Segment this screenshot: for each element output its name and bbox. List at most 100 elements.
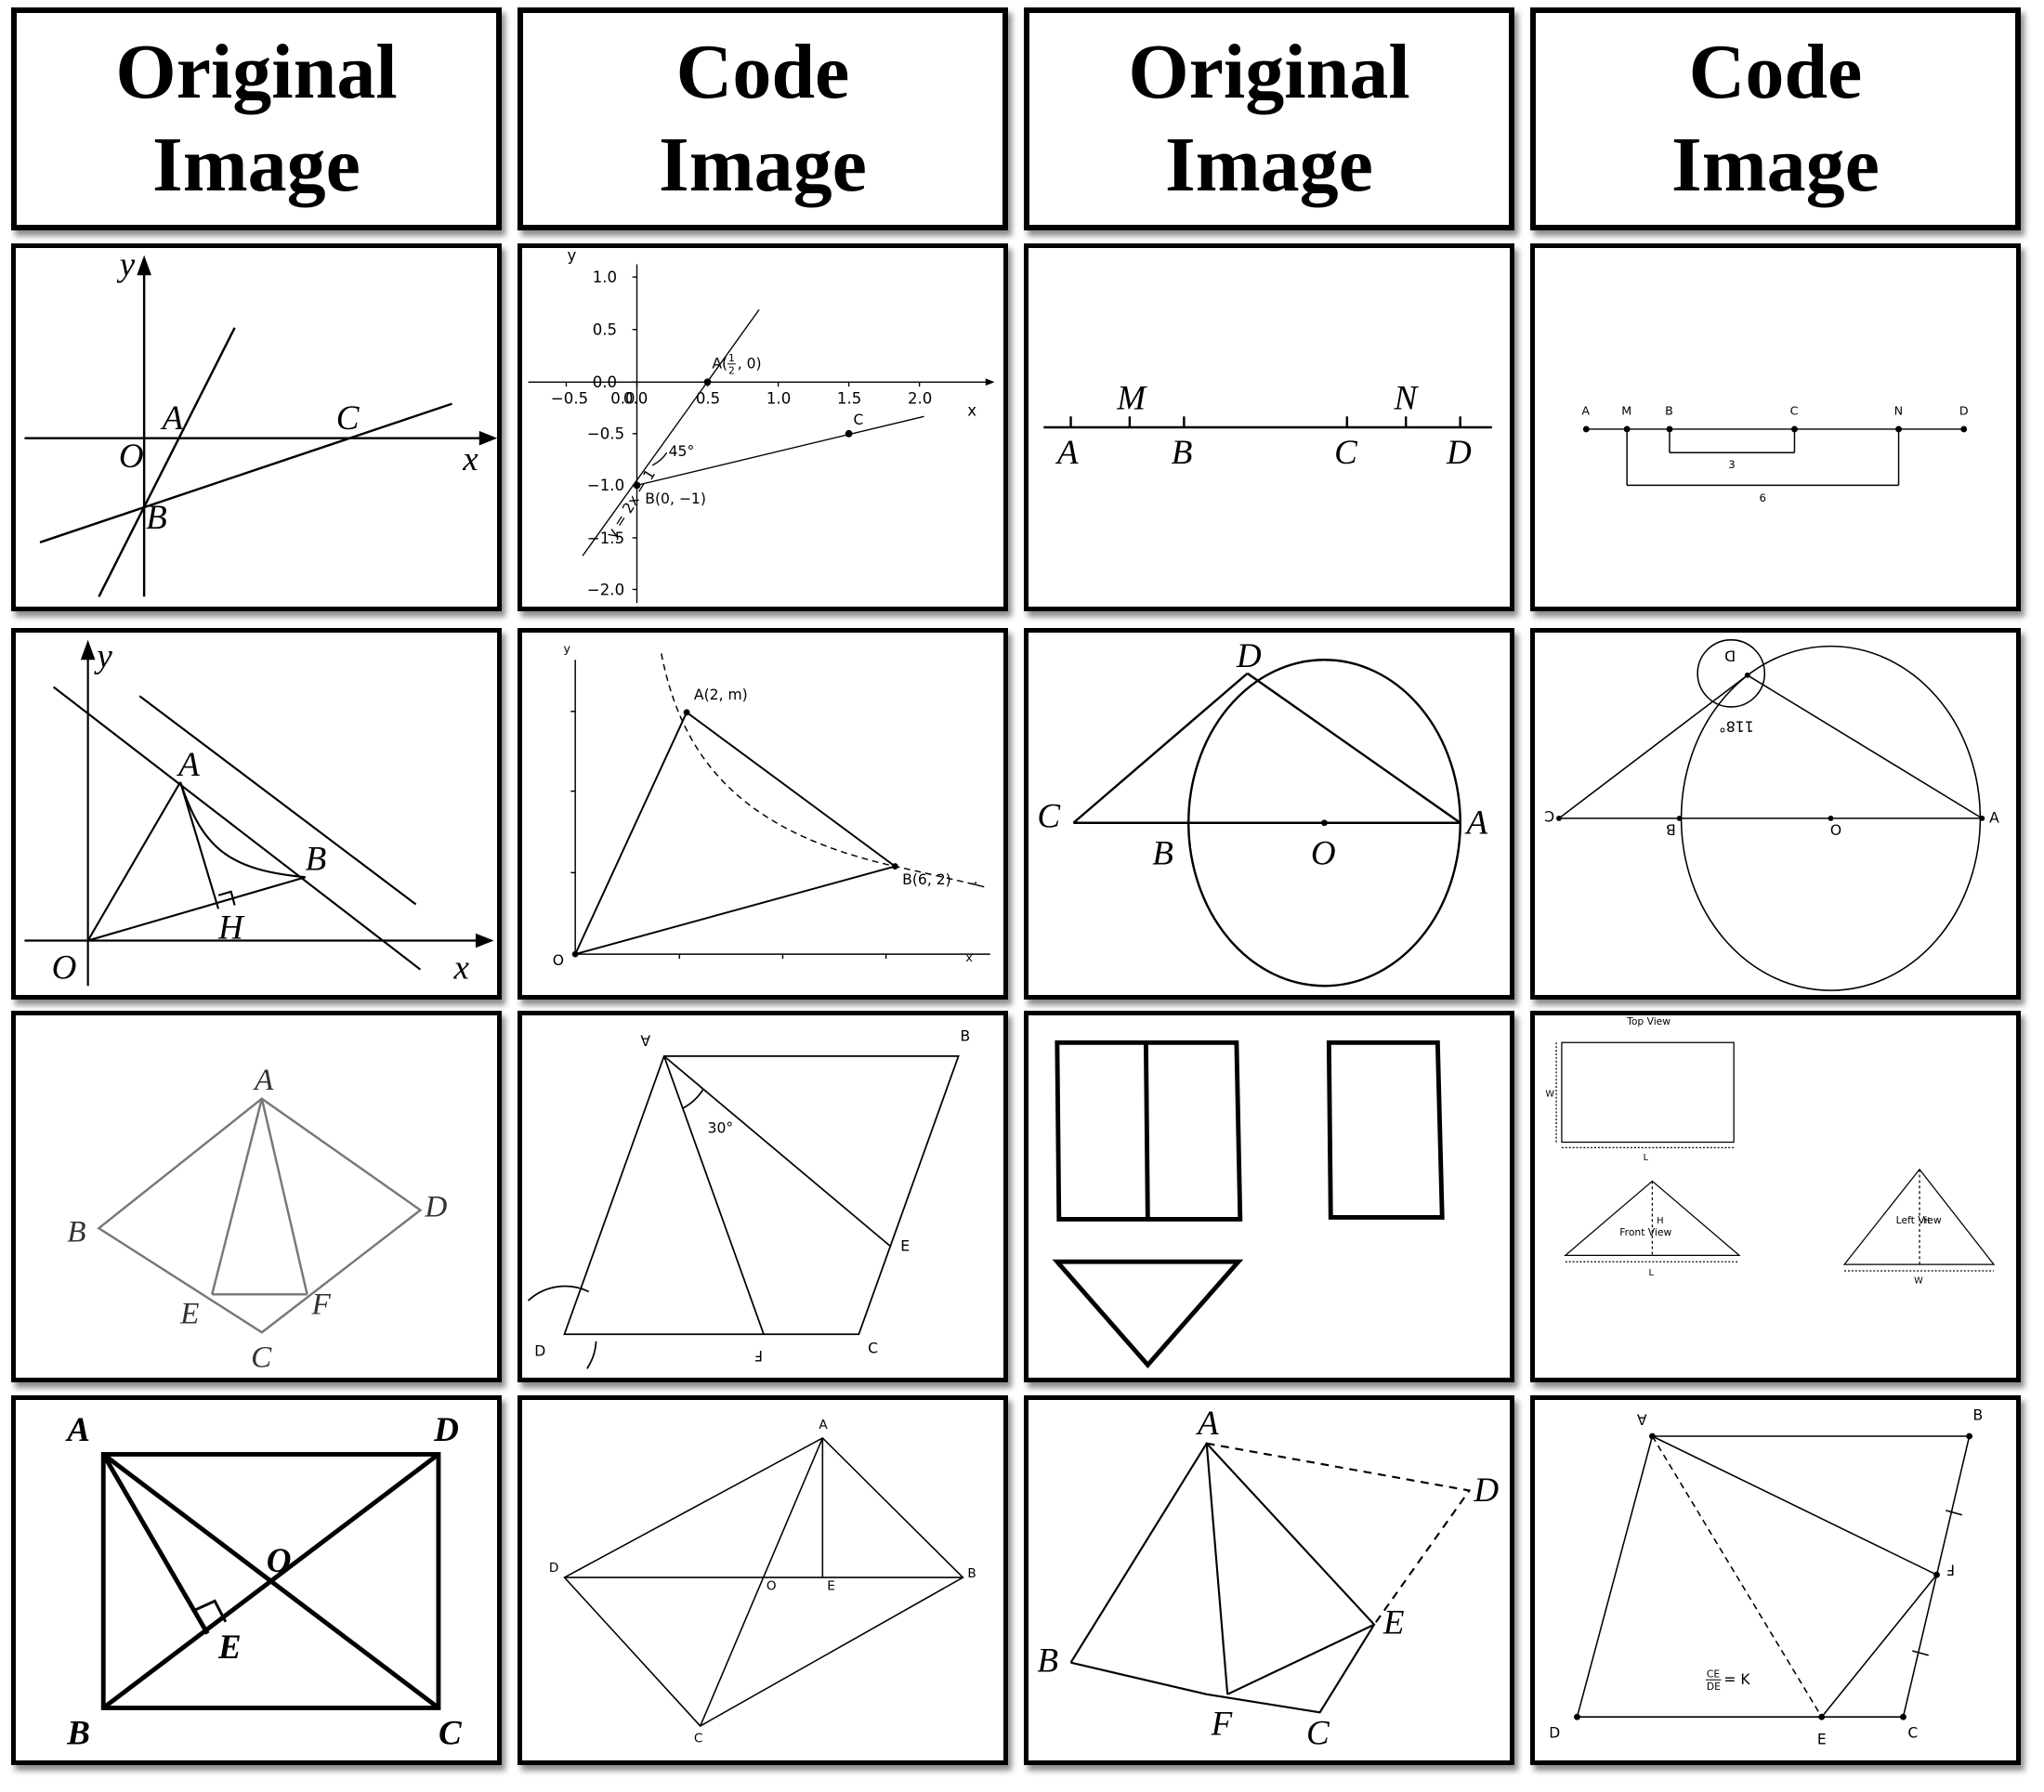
x-tick-2: 2.0 bbox=[908, 390, 932, 408]
point-m: M bbox=[1621, 403, 1631, 417]
point-e: E bbox=[217, 1628, 242, 1667]
diagram-svg: Top View Front View Left View W L H L H … bbox=[1545, 1015, 1996, 1287]
half-numerator: 1 bbox=[728, 352, 735, 364]
y-tick-neg-1-5: −1.5 bbox=[587, 530, 624, 547]
diagram-svg: A D E B F C bbox=[1037, 1405, 1499, 1752]
point-c: C bbox=[1907, 1725, 1918, 1742]
segment-bc-length: 3 bbox=[1728, 458, 1735, 471]
point-n: N bbox=[1394, 380, 1420, 418]
point-o: O bbox=[553, 952, 564, 969]
x-axis-label: x bbox=[967, 401, 976, 419]
point-c: C bbox=[439, 1714, 463, 1752]
point-c: C bbox=[1037, 798, 1061, 836]
point-d: D bbox=[1236, 637, 1262, 675]
x-axis-label: x bbox=[965, 950, 973, 964]
segment-mn-length: 6 bbox=[1759, 491, 1765, 504]
code-coordinate-plot: y x 1.0 0.5 0.0 −0.5 −1.0 −1.5 −2.0 −0.5… bbox=[518, 243, 1008, 611]
left-view-width: W bbox=[1914, 1276, 1923, 1287]
original-tangent-curve: y x O A B H bbox=[11, 628, 502, 1000]
point-c: C bbox=[868, 1341, 878, 1357]
y-tick-neg-0-5: −0.5 bbox=[587, 425, 624, 443]
point-a: A(2, m) bbox=[694, 687, 748, 703]
point-b: B bbox=[146, 499, 167, 537]
point-a: A bbox=[65, 1411, 90, 1449]
header-code-image-2: Code Image bbox=[1530, 7, 2021, 230]
point-d: D bbox=[1724, 647, 1736, 664]
original-rhombus-triangle: A B D E F C bbox=[11, 1011, 502, 1382]
point-b-label: B(0, −1) bbox=[645, 491, 706, 507]
point-b: B bbox=[1172, 434, 1193, 472]
code-quadrilateral-ratio: A B F D E C CE DE = K bbox=[1530, 1395, 2021, 1765]
x-tick-0-origin: 0.0 bbox=[623, 390, 648, 408]
point-c: C bbox=[251, 1340, 272, 1374]
left-view-title: Left View bbox=[1896, 1214, 1942, 1226]
front-view-title: Front View bbox=[1619, 1226, 1671, 1238]
point-f: F bbox=[310, 1288, 331, 1322]
point-m: M bbox=[1116, 380, 1147, 418]
point-b: B bbox=[66, 1714, 90, 1752]
point-b: B bbox=[1973, 1406, 1984, 1423]
diagram-svg: A B 30° E D F C bbox=[527, 1027, 971, 1369]
point-f: F bbox=[754, 1347, 763, 1364]
point-a-tail: , 0) bbox=[738, 356, 762, 373]
ratio-denominator: DE bbox=[1707, 1681, 1721, 1693]
point-a: A bbox=[1637, 1411, 1647, 1428]
point-e: E bbox=[179, 1297, 199, 1331]
point-b: B bbox=[961, 1027, 971, 1044]
code-number-line: A M B C N D 3 6 bbox=[1530, 243, 2021, 611]
point-a: A bbox=[176, 746, 200, 784]
point-b: B bbox=[1666, 821, 1676, 838]
point-a-label: A( bbox=[712, 356, 727, 373]
angle-label: 30° bbox=[708, 1120, 734, 1137]
x-tick-0-5: 0.5 bbox=[696, 390, 720, 408]
x-tick-1: 1.0 bbox=[766, 390, 791, 408]
original-folded-figure: A D E B F C bbox=[1024, 1395, 1514, 1765]
diagram-svg: y x 1.0 0.5 0.0 −0.5 −1.0 −1.5 −2.0 −0.5… bbox=[528, 248, 995, 604]
y-tick-neg-1: −1.0 bbox=[587, 477, 624, 494]
point-d: D bbox=[549, 1561, 559, 1576]
point-a: A bbox=[1055, 434, 1079, 472]
point-d: D bbox=[424, 1189, 447, 1223]
point-h: H bbox=[217, 909, 245, 948]
point-b: B(6, 2) bbox=[902, 871, 951, 888]
original-number-line: M N A B C D bbox=[1024, 243, 1514, 611]
y-tick-1: 1.0 bbox=[593, 268, 617, 286]
point-f: F bbox=[1211, 1706, 1233, 1744]
x-axis-label: x bbox=[462, 440, 478, 478]
point-d: D bbox=[1473, 1472, 1499, 1510]
header-line1: Original bbox=[1128, 29, 1410, 115]
code-triangle-hyperbola: y x O A(2, m) B(6, 2) bbox=[518, 628, 1008, 1000]
point-d: D bbox=[1446, 434, 1472, 472]
code-circle-tangent: D 118° C B O A bbox=[1530, 628, 2021, 1000]
point-a: A bbox=[1464, 804, 1488, 842]
diagram-svg: D 118° C B O A bbox=[1544, 639, 1999, 991]
diagram-svg: A D O E B C bbox=[549, 1418, 976, 1746]
point-c: C bbox=[1334, 434, 1358, 472]
diagram-svg: A D O E B C bbox=[65, 1411, 463, 1753]
point-b: B bbox=[1665, 403, 1673, 417]
point-f: F bbox=[1946, 1561, 1955, 1577]
header-line1: Code bbox=[1688, 29, 1863, 115]
point-o: O bbox=[119, 438, 144, 476]
point-c: C bbox=[1544, 807, 1554, 824]
point-a: A bbox=[1195, 1405, 1219, 1443]
point-b: B bbox=[967, 1566, 976, 1581]
y-tick-neg-2: −2.0 bbox=[587, 581, 624, 598]
header-line2: Image bbox=[152, 122, 360, 208]
x-tick-neg-0-5: −0.5 bbox=[551, 390, 588, 408]
top-view-title: Top View bbox=[1626, 1015, 1671, 1027]
top-view-length: L bbox=[1644, 1153, 1649, 1163]
header-line1: Original bbox=[115, 29, 398, 115]
point-c: C bbox=[1306, 1714, 1330, 1752]
ratio-tail: = K bbox=[1723, 1671, 1750, 1688]
point-a: A bbox=[160, 399, 184, 438]
angle-label: 45° bbox=[669, 443, 695, 460]
x-tick-1-5: 1.5 bbox=[837, 390, 861, 408]
y-axis-label: y bbox=[564, 641, 571, 655]
point-o: O bbox=[267, 1542, 292, 1580]
x-tick-0: 0.0 bbox=[610, 390, 635, 408]
header-line1: Code bbox=[675, 29, 850, 115]
diagram-svg: A B D E F C bbox=[67, 1063, 447, 1374]
diagram-svg: y x O A B H bbox=[24, 637, 494, 987]
ratio-numerator: CE bbox=[1707, 1668, 1720, 1680]
